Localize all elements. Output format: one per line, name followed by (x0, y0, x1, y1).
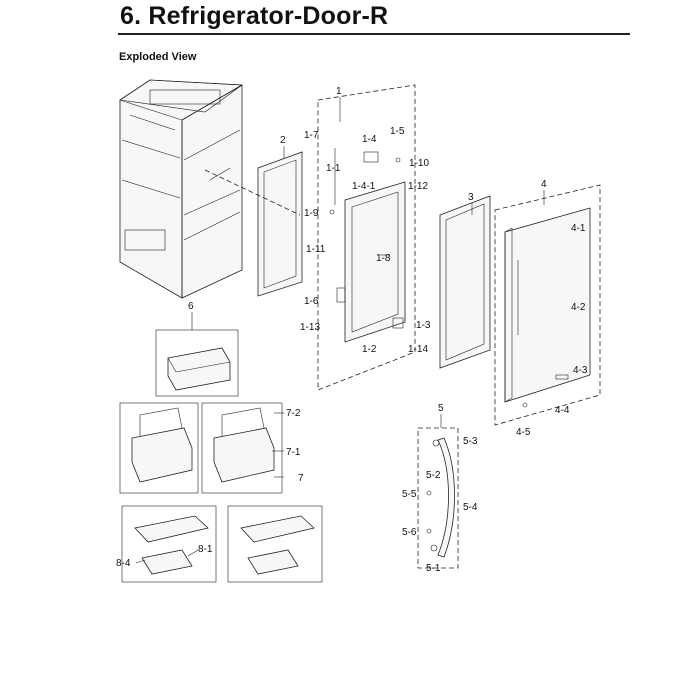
callout-1-6: 1-6 (304, 296, 319, 307)
section-subtitle: Exploded View (119, 51, 197, 63)
callout-4: 4 (541, 179, 547, 190)
door-gasket-part-2 (204, 151, 303, 297)
callout-1-2: 1-2 (362, 344, 377, 355)
callout-5-4: 5-4 (463, 502, 478, 513)
title-underline (118, 33, 630, 35)
leader-lines (135, 97, 545, 564)
door-liner-assembly-part-1 (317, 84, 416, 391)
callout-5-6: 5-6 (402, 527, 417, 538)
door-handle-part-5 (417, 427, 459, 569)
door-bin-part-6 (155, 329, 239, 397)
callout-1-3: 1-3 (416, 320, 431, 331)
door-gasket-part-3 (439, 195, 491, 369)
callout-4-5: 4-5 (516, 427, 531, 438)
callout-5-5: 5-5 (402, 489, 417, 500)
callout-6: 6 (188, 301, 194, 312)
callout-4-1: 4-1 (571, 223, 586, 234)
callout-1-8: 1-8 (376, 253, 391, 264)
callout-1-4: 1-4 (362, 134, 377, 145)
callout-7-2: 7-2 (286, 408, 301, 419)
door-shelves-part-8 (121, 505, 323, 583)
callout-8-1: 8-1 (198, 544, 213, 555)
callout-1-4-1: 1-4-1 (352, 181, 376, 192)
callout-1-12: 1-12 (408, 181, 428, 192)
callout-7: 7 (298, 473, 304, 484)
callout-1-5: 1-5 (390, 126, 405, 137)
callout-3: 3 (468, 192, 474, 203)
callout-5: 5 (438, 403, 444, 414)
callout-1-7: 1-7 (304, 130, 319, 141)
callout-1: 1 (336, 86, 342, 97)
callout-1-13: 1-13 (300, 322, 320, 333)
callout-8-4: 8-4 (116, 558, 131, 569)
callout-7-1: 7-1 (286, 447, 301, 458)
door-bins-part-7 (119, 402, 283, 494)
callout-5-1: 5-1 (426, 563, 441, 574)
callout-2: 2 (280, 135, 286, 146)
refrigerator-cabinet (119, 79, 243, 299)
callout-1-14: 1-14 (408, 344, 428, 355)
callout-1-1: 1-1 (326, 163, 341, 174)
callout-1-10: 1-10 (409, 158, 429, 169)
page-title: 6. Refrigerator-Door-R (120, 2, 389, 30)
callout-4-3: 4-3 (573, 365, 588, 376)
outer-door-part-4 (494, 184, 601, 426)
callout-1-9: 1-9 (304, 208, 319, 219)
callout-4-4: 4-4 (555, 405, 570, 416)
callout-labels: 1 1-7 1-4 1-5 1-1 1-10 1-4-1 1-12 1-9 1-… (116, 86, 588, 574)
callout-1-11: 1-11 (306, 244, 326, 255)
callout-4-2: 4-2 (571, 302, 586, 313)
callout-5-2: 5-2 (426, 470, 441, 481)
callout-5-3: 5-3 (463, 436, 478, 447)
